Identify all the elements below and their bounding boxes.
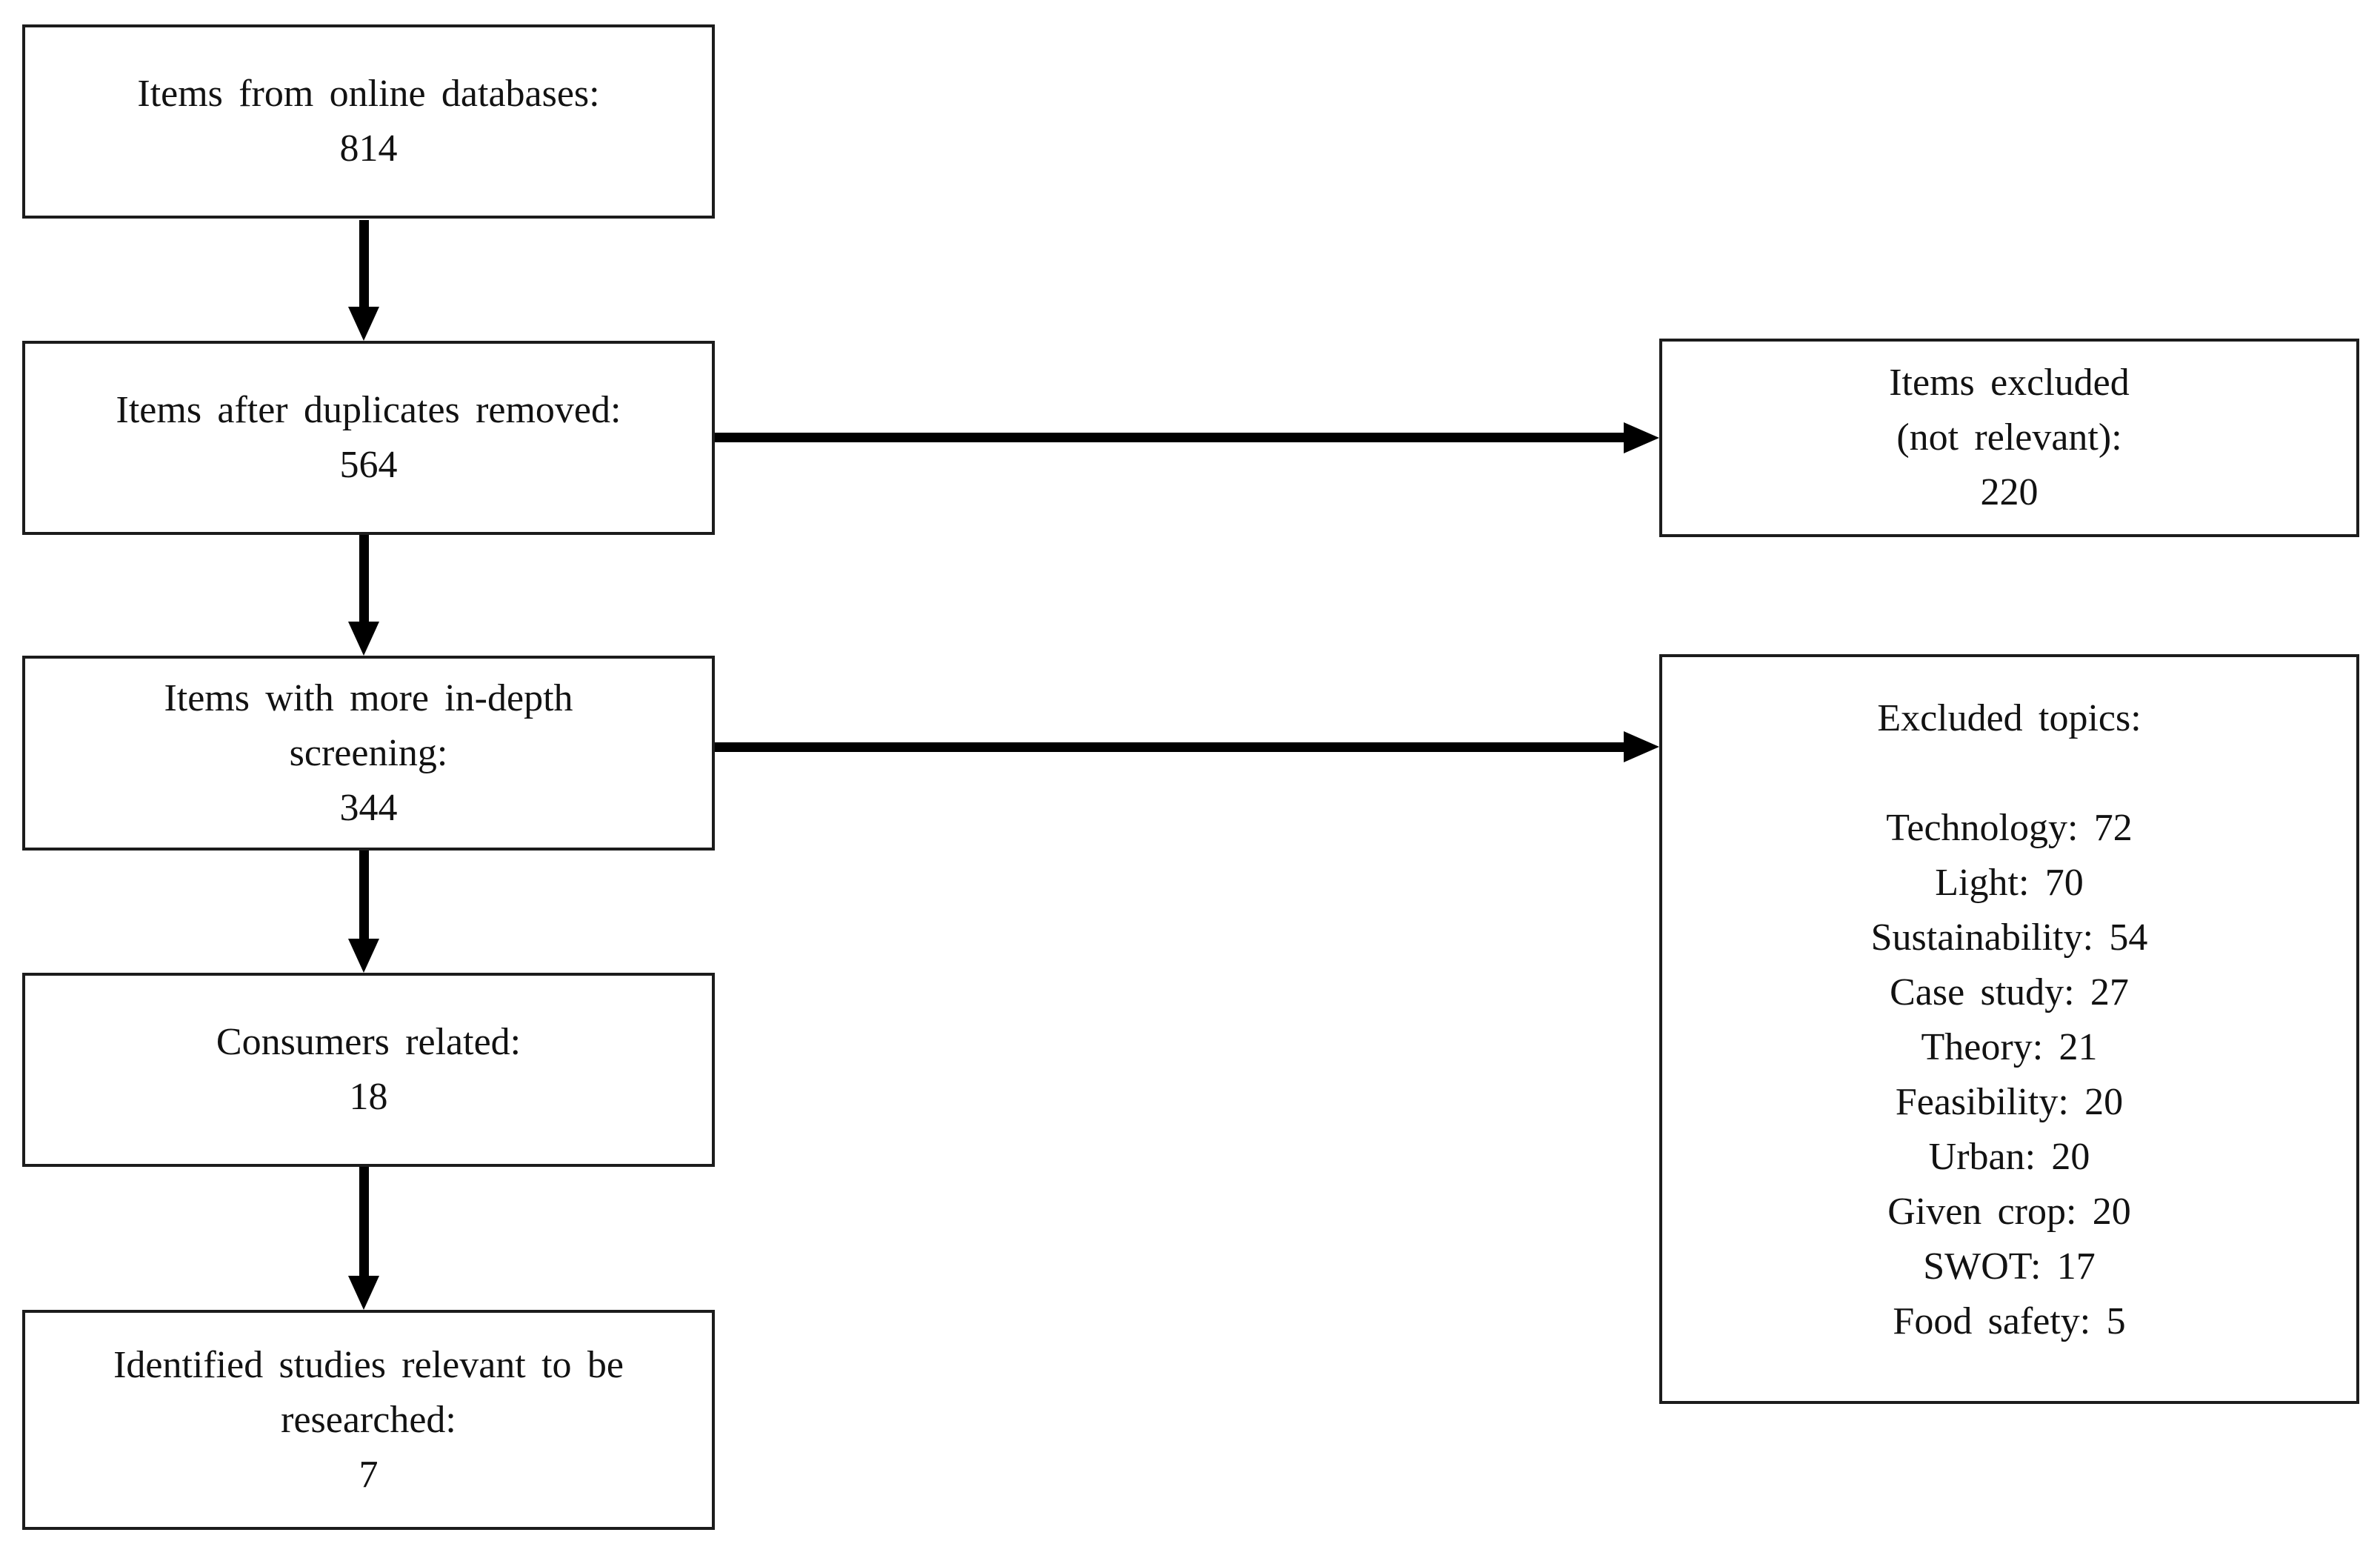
arrow-down-3 <box>359 851 369 939</box>
excluded-topic-item: Food safety: 5 <box>1893 1300 2126 1342</box>
arrow-right-excluded-head-icon <box>1624 422 1659 453</box>
excluded-topics-title: Excluded topics: <box>1877 697 2141 739</box>
arrow-down-2 <box>359 535 369 622</box>
box-label: screening: <box>289 731 448 774</box>
flow-box-consumers-related: Consumers related: 18 <box>22 973 715 1167</box>
arrow-down-4 <box>359 1167 369 1276</box>
excluded-topic-item: SWOT: 17 <box>1923 1245 2096 1288</box>
arrow-right-topics-head-icon <box>1624 731 1659 762</box>
box-count: 814 <box>339 127 398 170</box>
arrow-down-4-head-icon <box>348 1276 379 1310</box>
box-label: (not relevant): <box>1896 416 2122 459</box>
box-label: Consumers related: <box>216 1021 521 1063</box>
flow-box-identified-studies: Identified studies relevant to be resear… <box>22 1310 715 1530</box>
box-label: Items from online databases: <box>137 73 600 115</box>
arrow-down-1 <box>359 220 369 307</box>
flow-box-in-depth-screening: Items with more in-depth screening: 344 <box>22 656 715 851</box>
flow-box-items-excluded: Items excluded (not relevant): 220 <box>1659 339 2359 537</box>
arrow-right-excluded <box>715 433 1624 442</box>
box-label: Items with more in-depth <box>164 676 573 719</box>
flow-box-excluded-topics: Excluded topics: Technology: 72 Light: 7… <box>1659 654 2359 1404</box>
box-count: 18 <box>349 1076 388 1118</box>
excluded-topic-item: Sustainability: 54 <box>1870 916 2148 959</box>
arrow-right-topics <box>715 742 1624 752</box>
excluded-topic-item: Theory: 21 <box>1921 1026 2098 1068</box>
box-label: researched: <box>281 1398 456 1441</box>
box-label: Items after duplicates removed: <box>116 389 621 431</box>
box-label: Identified studies relevant to be <box>113 1343 624 1386</box>
excluded-topic-item: Light: 70 <box>1935 862 2084 904</box>
arrow-down-3-head-icon <box>348 939 379 973</box>
excluded-topic-item: Urban: 20 <box>1928 1136 2090 1178</box>
flow-box-duplicates-removed: Items after duplicates removed: 564 <box>22 341 715 535</box>
box-count: 344 <box>339 786 398 829</box>
box-count: 7 <box>359 1453 379 1496</box>
box-label: Items excluded <box>1889 362 2130 404</box>
box-count: 564 <box>339 444 398 486</box>
excluded-topic-item: Case study: 27 <box>1890 971 2129 1014</box>
excluded-topic-item: Given crop: 20 <box>1887 1191 2131 1233</box>
excluded-topic-item: Technology: 72 <box>1886 807 2133 849</box>
excluded-topic-item: Feasibility: 20 <box>1895 1081 2124 1123</box>
flow-box-online-databases: Items from online databases: 814 <box>22 24 715 219</box>
arrow-down-2-head-icon <box>348 622 379 656</box>
arrow-down-1-head-icon <box>348 307 379 341</box>
box-count: 220 <box>1980 471 2039 513</box>
